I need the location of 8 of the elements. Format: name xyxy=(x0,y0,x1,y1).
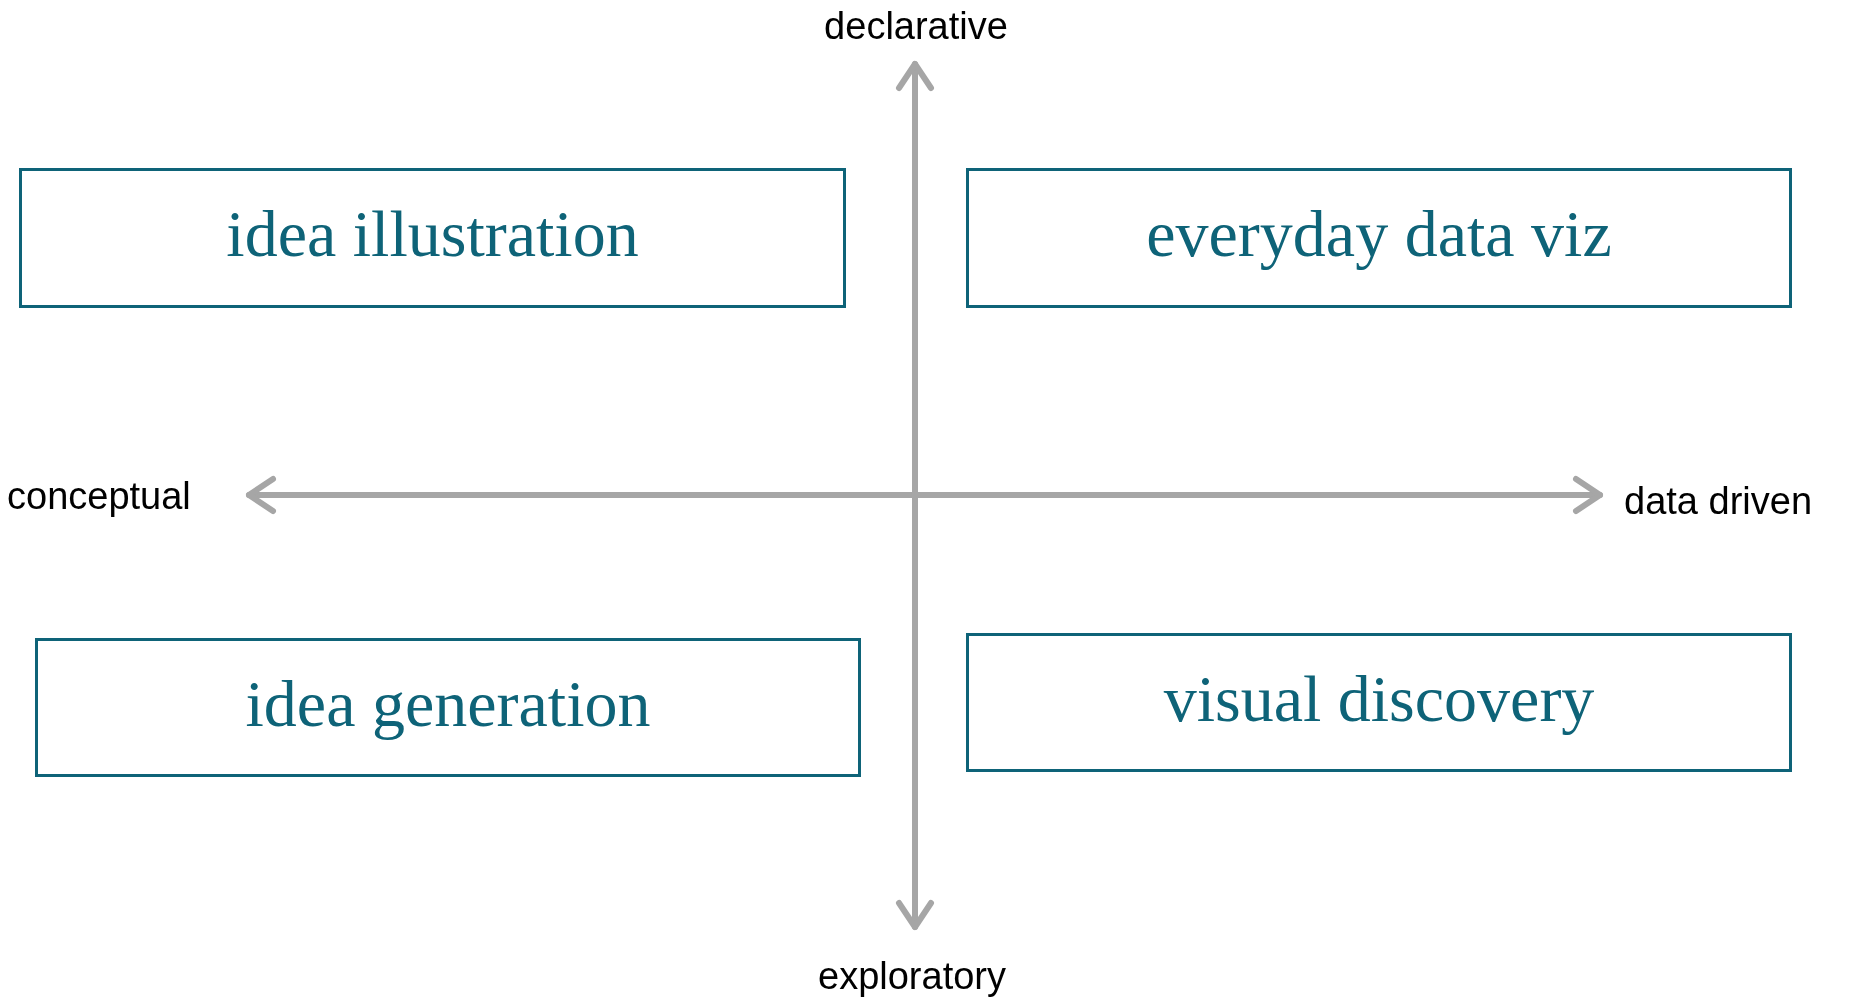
axis-label: conceptual xyxy=(7,477,191,515)
axis-label: exploratory xyxy=(818,957,1006,995)
axis-label: data driven xyxy=(1624,482,1812,520)
quadrant-box: visual discovery xyxy=(966,633,1792,772)
quadrant-box: everyday data viz xyxy=(966,168,1792,308)
quadrant-box: idea illustration xyxy=(19,168,846,308)
quadrant-box: idea generation xyxy=(35,638,861,777)
axis-label: declarative xyxy=(824,7,1008,45)
